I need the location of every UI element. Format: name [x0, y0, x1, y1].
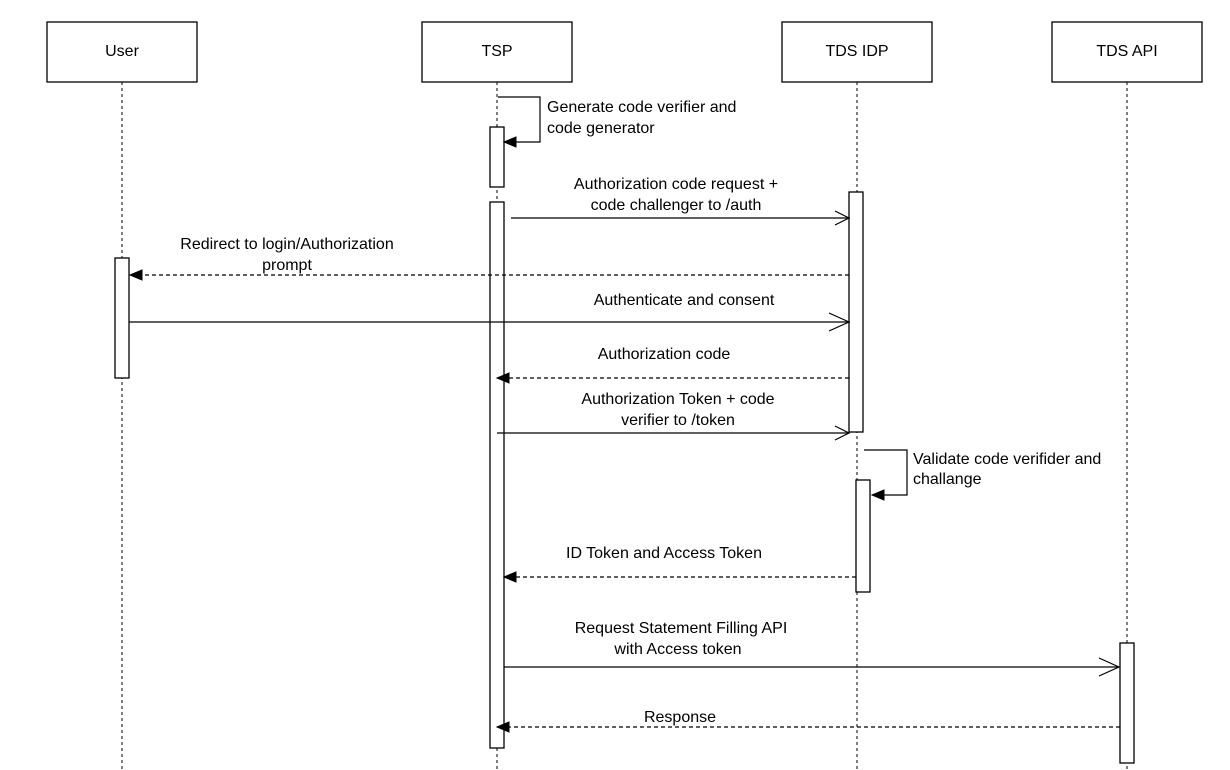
message-authenticate: Authenticate and consent [129, 292, 851, 332]
message-token-request: Authorization Token + code verifier to /… [497, 391, 851, 441]
participant-label: TDS API [1096, 43, 1157, 60]
message-label-line-1: Authenticate and consent [594, 292, 775, 309]
message-self-idp: Validate code verifider and challange [864, 449, 1101, 501]
arrow-head [1098, 657, 1121, 677]
activation-idp-self [855, 479, 871, 593]
self-arrow-line [864, 449, 908, 496]
message-label-line-2: code challenger to /auth [591, 197, 762, 214]
arrow-head [502, 571, 517, 583]
message-auth-request: Authorization code request + code challe… [511, 176, 851, 226]
message-auth-code: Authorization code [495, 346, 849, 384]
message-label-line-1: Authorization code request + [574, 176, 778, 193]
message-label-line-1: Request Statement Filling API [575, 620, 788, 637]
activation-tsp [489, 201, 505, 749]
message-label-line-2: code generator [547, 120, 655, 137]
message-label-line-2: challange [913, 471, 982, 488]
message-label-line-2: with Access token [613, 641, 741, 658]
arrow-head [502, 136, 517, 148]
participant-tds-api: TDS API [1051, 21, 1203, 83]
message-label-line-2: prompt [262, 257, 312, 274]
message-response: Response [495, 709, 1120, 733]
message-label-line-1: Generate code verifier and [547, 99, 736, 116]
arrow-head [834, 425, 851, 441]
message-label-line-1: Authorization Token + code [581, 391, 774, 408]
message-label-line-1: Response [644, 709, 716, 726]
message-label-line-1: Authorization code [598, 346, 731, 363]
participant-label: User [105, 43, 139, 60]
participant-tsp: TSP [421, 21, 573, 83]
message-id-token: ID Token and Access Token [502, 545, 856, 583]
participant-label: TSP [481, 43, 512, 60]
activation-tsp-self [489, 126, 505, 188]
activation-api [1119, 642, 1135, 764]
message-label-line-1: Redirect to login/Authorization [180, 236, 393, 253]
message-self-tsp: Generate code verifier and code generato… [498, 96, 736, 148]
participant-tds-idp: TDS IDP [781, 21, 933, 83]
message-redirect: Redirect to login/Authorization prompt [128, 236, 849, 281]
message-label-line-1: ID Token and Access Token [566, 545, 762, 562]
message-api-request: Request Statement Filling API with Acces… [504, 620, 1121, 677]
arrow-head [495, 372, 510, 384]
arrow-head [828, 312, 851, 332]
message-label-line-2: verifier to /token [621, 412, 735, 429]
arrow-head [834, 210, 851, 226]
message-label-line-1: Validate code verifider and [913, 451, 1101, 468]
arrow-head [128, 269, 143, 281]
self-arrow-line [498, 96, 541, 143]
arrow-head [495, 721, 510, 733]
arrow-head [870, 489, 885, 501]
participant-user: User [46, 21, 198, 83]
participant-label: TDS IDP [825, 43, 888, 60]
activation-idp [848, 191, 864, 433]
activation-user [114, 257, 130, 379]
